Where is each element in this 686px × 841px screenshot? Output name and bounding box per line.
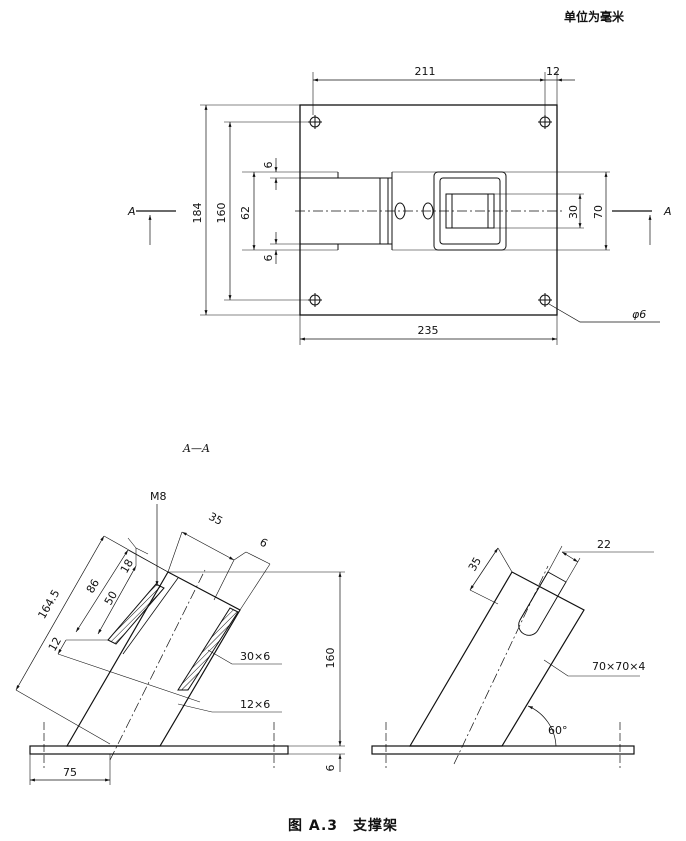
section-base-plate <box>29 745 289 755</box>
dim-30: 30 <box>567 205 580 219</box>
base-plate <box>299 104 558 316</box>
hatched-plate-small <box>107 583 165 645</box>
corner-holes <box>308 115 552 307</box>
section-marker-right: A <box>663 205 672 218</box>
dim-hole-dia: φ6 <box>632 308 646 321</box>
dim-6-left: 6 <box>258 536 270 551</box>
side-view-right <box>371 545 654 768</box>
section-view-left-labels: M8 35 6 18 86 50 164.5 12 30×6 12×6 160 … <box>35 490 337 779</box>
dim-86: 86 <box>84 577 102 596</box>
hatched-plate-30x6 <box>177 607 239 691</box>
dim-6-top: 6 <box>262 162 275 169</box>
section-view-left <box>15 504 345 785</box>
section-marker-left: A <box>127 205 136 218</box>
dim-6-bottom: 6 <box>262 255 275 262</box>
dim-62: 62 <box>239 206 252 220</box>
plan-view-labels: 211 12 184 160 62 6 6 30 70 235 φ6 A A <box>127 65 672 337</box>
dim-235: 235 <box>418 324 439 337</box>
dim-angle-60: 60° <box>548 724 568 737</box>
dim-50: 50 <box>102 589 120 608</box>
dim-22: 22 <box>597 538 611 551</box>
dim-12: 12 <box>546 65 560 78</box>
dim-70: 70 <box>592 205 605 219</box>
dim-18: 18 <box>118 557 136 576</box>
dim-12-left: 12 <box>46 635 64 654</box>
unit-note: 单位为毫米 <box>564 10 625 24</box>
section-title: A—A <box>183 442 210 455</box>
post-slot <box>518 571 567 636</box>
dim-35-right: 35 <box>466 555 484 574</box>
plan-view <box>136 72 660 345</box>
dim-30x6: 30×6 <box>240 650 270 663</box>
dim-184: 184 <box>191 203 204 224</box>
dim-211: 211 <box>415 65 436 78</box>
dim-70x70x4: 70×70×4 <box>592 660 645 673</box>
figure-caption: 图 A.3 支撑架 <box>287 818 399 834</box>
side-base-plate <box>371 745 635 755</box>
dim-160: 160 <box>215 203 228 224</box>
dim-75: 75 <box>63 766 77 779</box>
side-view-right-labels: 22 35 70×70×4 60° <box>466 538 646 737</box>
dim-12x6: 12×6 <box>240 698 270 711</box>
dim-6-base: 6 <box>324 765 337 772</box>
dim-160-left: 160 <box>324 648 337 669</box>
side-post <box>408 571 585 747</box>
dim-35-left: 35 <box>206 510 224 528</box>
dim-m8: M8 <box>150 490 167 503</box>
